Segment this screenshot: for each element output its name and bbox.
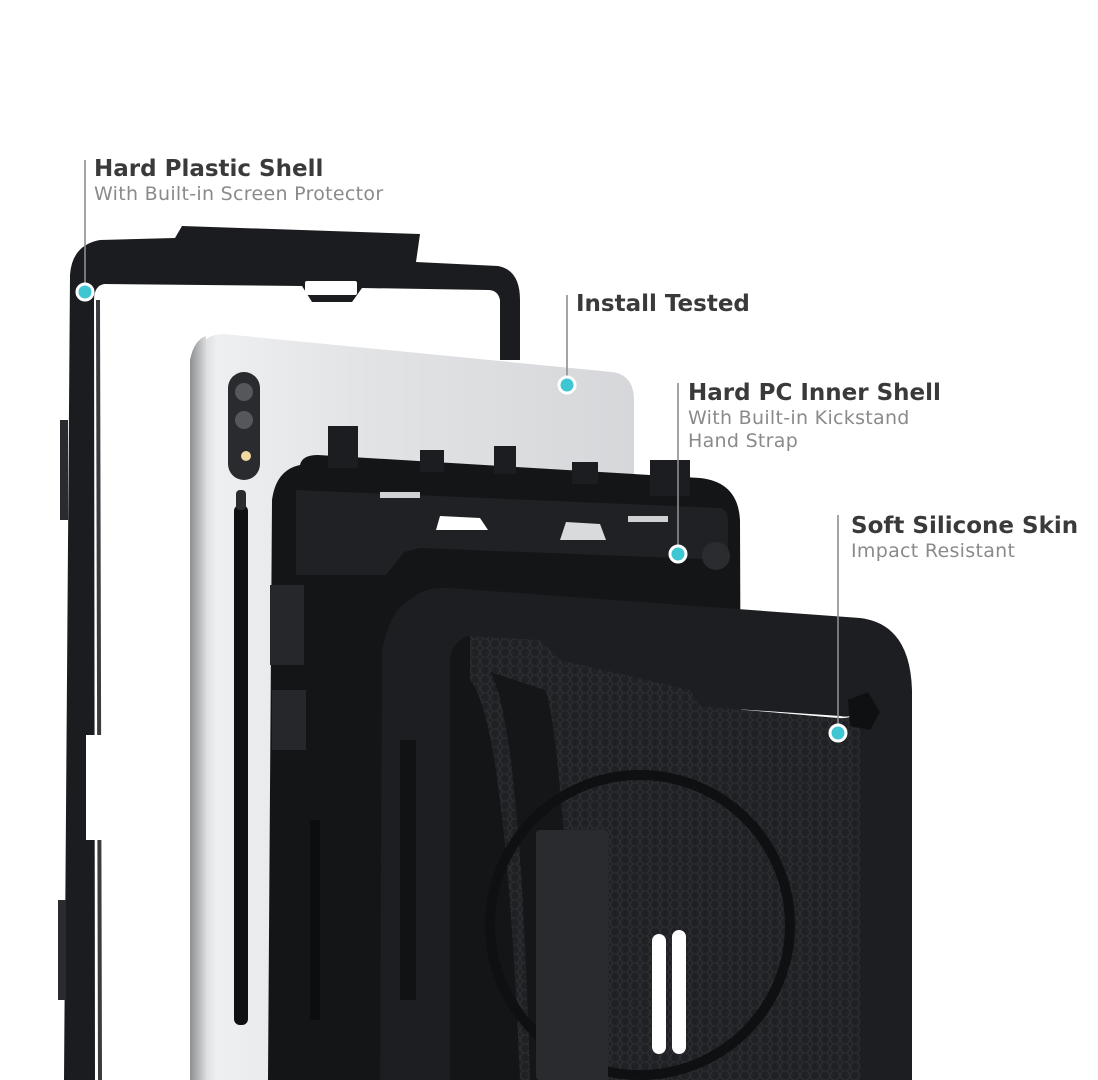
marker-dot-install-tested	[557, 375, 577, 395]
callout-subtitle: With Built-in Kickstand	[688, 407, 910, 429]
callout-subtitle: Impact Resistant	[851, 540, 1016, 562]
marker-dot-inner-shell	[668, 544, 688, 564]
hard-plastic-shell	[58, 226, 520, 1080]
marker-dot-silicone-skin	[828, 723, 848, 743]
stylus-pen	[234, 505, 248, 1025]
callout-hard-plastic-shell: Hard Plastic Shell With Built-in Screen …	[94, 155, 383, 206]
callout-soft-silicone-skin: Soft Silicone Skin Impact Resistant	[851, 512, 1078, 563]
callout-subtitle: Hand Strap	[688, 430, 799, 452]
callout-title: Hard Plastic Shell	[94, 156, 324, 182]
callout-hard-pc-inner-shell: Hard PC Inner Shell With Built-in Kickst…	[688, 379, 941, 453]
callout-subtitle: With Built-in Screen Protector	[94, 183, 384, 205]
soft-silicone-skin	[380, 587, 912, 1080]
rotating-hand-strap-disc	[485, 770, 795, 1080]
leader-lines	[84, 160, 839, 733]
callout-title: Soft Silicone Skin	[851, 513, 1079, 539]
marker-dot-plastic-shell	[75, 282, 95, 302]
shell-camera-cutout	[305, 281, 357, 295]
marker-dots	[75, 282, 848, 743]
callout-title: Hard PC Inner Shell	[688, 380, 941, 406]
kickstand	[536, 830, 608, 1080]
callout-install-tested: Install Tested	[576, 290, 750, 318]
callout-title: Install Tested	[576, 291, 750, 317]
shell-side-cutout	[86, 735, 104, 840]
